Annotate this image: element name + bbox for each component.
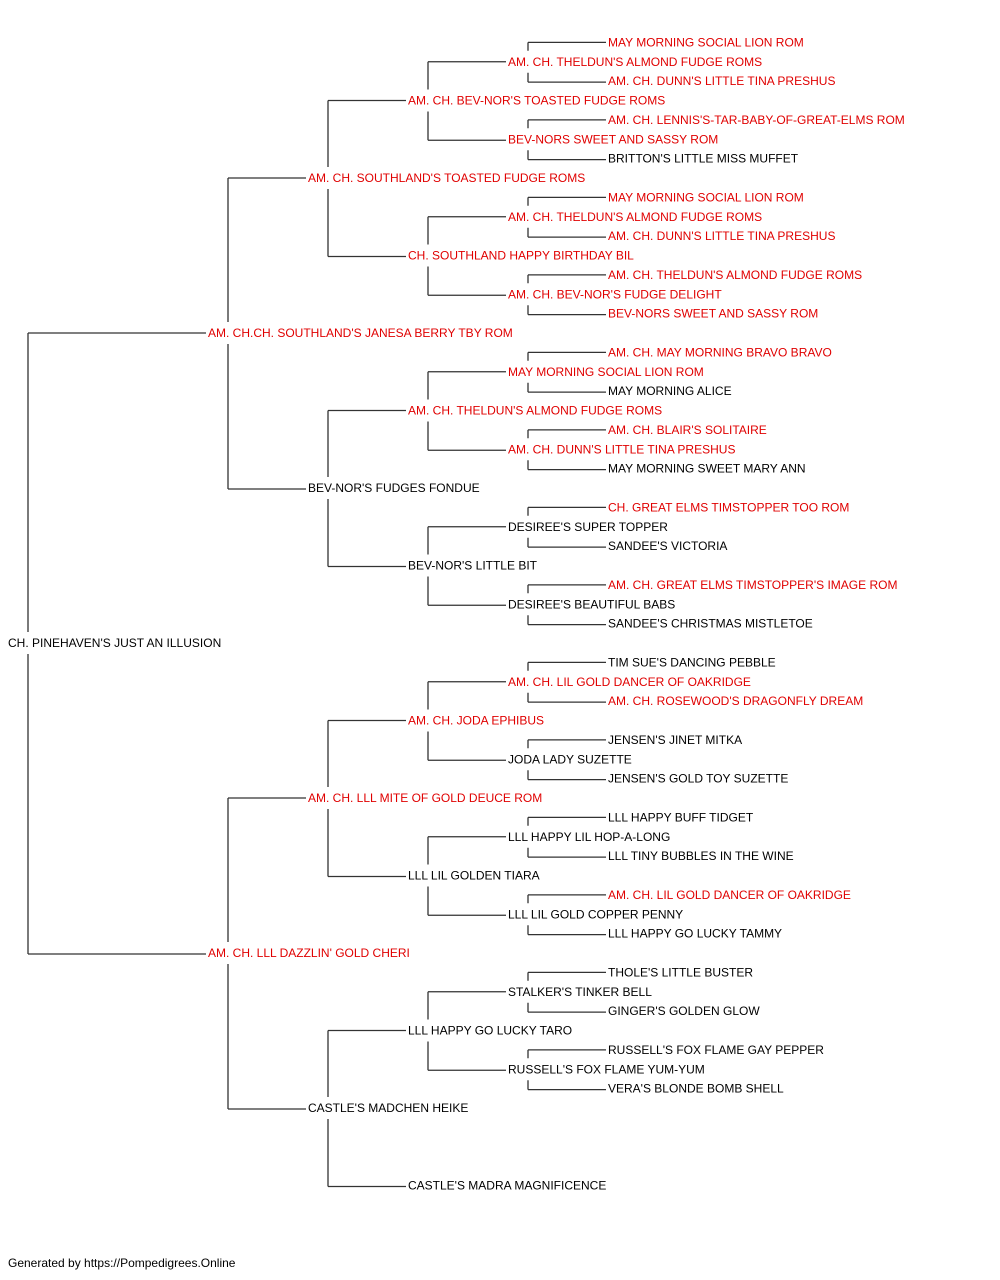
ancestor-name: AM. CH. BEV-NOR'S FUDGE DELIGHT — [508, 287, 722, 301]
ancestor-name: MAY MORNING SWEET MARY ANN — [608, 462, 806, 476]
ancestor-name: AM. CH. BEV-NOR'S TOASTED FUDGE ROMS — [408, 94, 665, 108]
ancestor-name: LLL LIL GOLDEN TIARA — [408, 869, 540, 883]
ancestor-name: AM. CH.CH. SOUTHLAND'S JANESA BERRY TBY … — [208, 326, 513, 340]
ancestor-name: AM. CH. DUNN'S LITTLE TINA PRESHUS — [608, 229, 835, 243]
ancestor-name: TIM SUE'S DANCING PEBBLE — [608, 655, 776, 669]
ancestor-name: JENSEN'S GOLD TOY SUZETTE — [608, 772, 788, 786]
ancestor-name: BEV-NOR'S LITTLE BIT — [408, 559, 538, 573]
ancestor-name: AM. CH. LIL GOLD DANCER OF OAKRIDGE — [508, 675, 751, 689]
ancestor-name: AM. CH. THELDUN'S ALMOND FUDGE ROMS — [508, 55, 762, 69]
ancestor-name: MAY MORNING SOCIAL LION ROM — [608, 190, 804, 204]
ancestor-name: RUSSELL'S FOX FLAME GAY PEPPER — [608, 1043, 824, 1057]
ancestor-name: AM. CH. JODA EPHIBUS — [408, 714, 544, 728]
ancestor-name: BRITTON'S LITTLE MISS MUFFET — [608, 152, 799, 166]
ancestor-name: MAY MORNING ALICE — [608, 384, 732, 398]
ancestor-name: SANDEE'S CHRISTMAS MISTLETOE — [608, 617, 813, 631]
ancestor-name: RUSSELL'S FOX FLAME YUM-YUM — [508, 1062, 705, 1076]
ancestor-name: CH. SOUTHLAND HAPPY BIRTHDAY BIL — [408, 249, 634, 263]
ancestor-name: AM. CH. THELDUN'S ALMOND FUDGE ROMS — [608, 268, 862, 282]
ancestor-name: DESIREE'S BEAUTIFUL BABS — [508, 597, 675, 611]
ancestor-name: CASTLE'S MADCHEN HEIKE — [308, 1101, 468, 1115]
ancestor-name: LLL HAPPY LIL HOP-A-LONG — [508, 830, 670, 844]
ancestor-name: LLL LIL GOLD COPPER PENNY — [508, 907, 683, 921]
ancestor-name: AM. CH. GREAT ELMS TIMSTOPPER'S IMAGE RO… — [608, 578, 897, 592]
ancestor-name: LLL HAPPY GO LUCKY TAMMY — [608, 927, 782, 941]
ancestor-name: BEV-NORS SWEET AND SASSY ROM — [508, 132, 718, 146]
ancestor-name: AM. CH. LIL GOLD DANCER OF OAKRIDGE — [608, 888, 851, 902]
ancestor-name: AM. CH. LLL MITE OF GOLD DEUCE ROM — [308, 791, 542, 805]
ancestor-name: MAY MORNING SOCIAL LION ROM — [608, 35, 804, 49]
ancestor-name: THOLE'S LITTLE BUSTER — [608, 965, 753, 979]
ancestor-name: AM. CH. LLL DAZZLIN' GOLD CHERI — [208, 946, 410, 960]
ancestor-name: CH. GREAT ELMS TIMSTOPPER TOO ROM — [608, 500, 849, 514]
ancestor-name: SANDEE'S VICTORIA — [608, 539, 727, 553]
ancestor-name: AM. CH. ROSEWOOD'S DRAGONFLY DREAM — [608, 694, 863, 708]
ancestor-name: AM. CH. THELDUN'S ALMOND FUDGE ROMS — [508, 210, 762, 224]
ancestor-name: AM. CH. THELDUN'S ALMOND FUDGE ROMS — [408, 404, 662, 418]
ancestor-name: AM. CH. BLAIR'S SOLITAIRE — [608, 423, 767, 437]
ancestor-name: STALKER'S TINKER BELL — [508, 985, 652, 999]
generator-footer: Generated by https://Pompedigrees.Online — [8, 1256, 236, 1270]
ancestor-name: BEV-NORS SWEET AND SASSY ROM — [608, 307, 818, 321]
ancestor-name: AM. CH. LENNIS'S-TAR-BABY-OF-GREAT-ELMS … — [608, 113, 905, 127]
ancestor-name: AM. CH. DUNN'S LITTLE TINA PRESHUS — [608, 74, 835, 88]
subject-name: CH. PINEHAVEN'S JUST AN ILLUSION — [8, 636, 221, 650]
ancestor-name: DESIREE'S SUPER TOPPER — [508, 520, 668, 534]
ancestor-name: AM. CH. SOUTHLAND'S TOASTED FUDGE ROMS — [308, 171, 585, 185]
ancestor-name: MAY MORNING SOCIAL LION ROM — [508, 365, 704, 379]
ancestor-name: AM. CH. DUNN'S LITTLE TINA PRESHUS — [508, 442, 735, 456]
ancestor-name: CASTLE'S MADRA MAGNIFICENCE — [408, 1179, 606, 1193]
ancestor-name: GINGER'S GOLDEN GLOW — [608, 1004, 760, 1018]
ancestor-name: JENSEN'S JINET MITKA — [608, 733, 742, 747]
ancestor-name: LLL TINY BUBBLES IN THE WINE — [608, 849, 794, 863]
ancestor-name: AM. CH. MAY MORNING BRAVO BRAVO — [608, 345, 832, 359]
ancestor-name: JODA LADY SUZETTE — [508, 752, 632, 766]
pedigree-tree: CH. PINEHAVEN'S JUST AN ILLUSION AM. CH.C… — [8, 35, 905, 1193]
ancestor-name: VERA'S BLONDE BOMB SHELL — [608, 1082, 784, 1096]
ancestor-name: LLL HAPPY BUFF TIDGET — [608, 810, 754, 824]
ancestor-name: BEV-NOR'S FUDGES FONDUE — [308, 481, 480, 495]
ancestor-name: LLL HAPPY GO LUCKY TARO — [408, 1024, 572, 1038]
